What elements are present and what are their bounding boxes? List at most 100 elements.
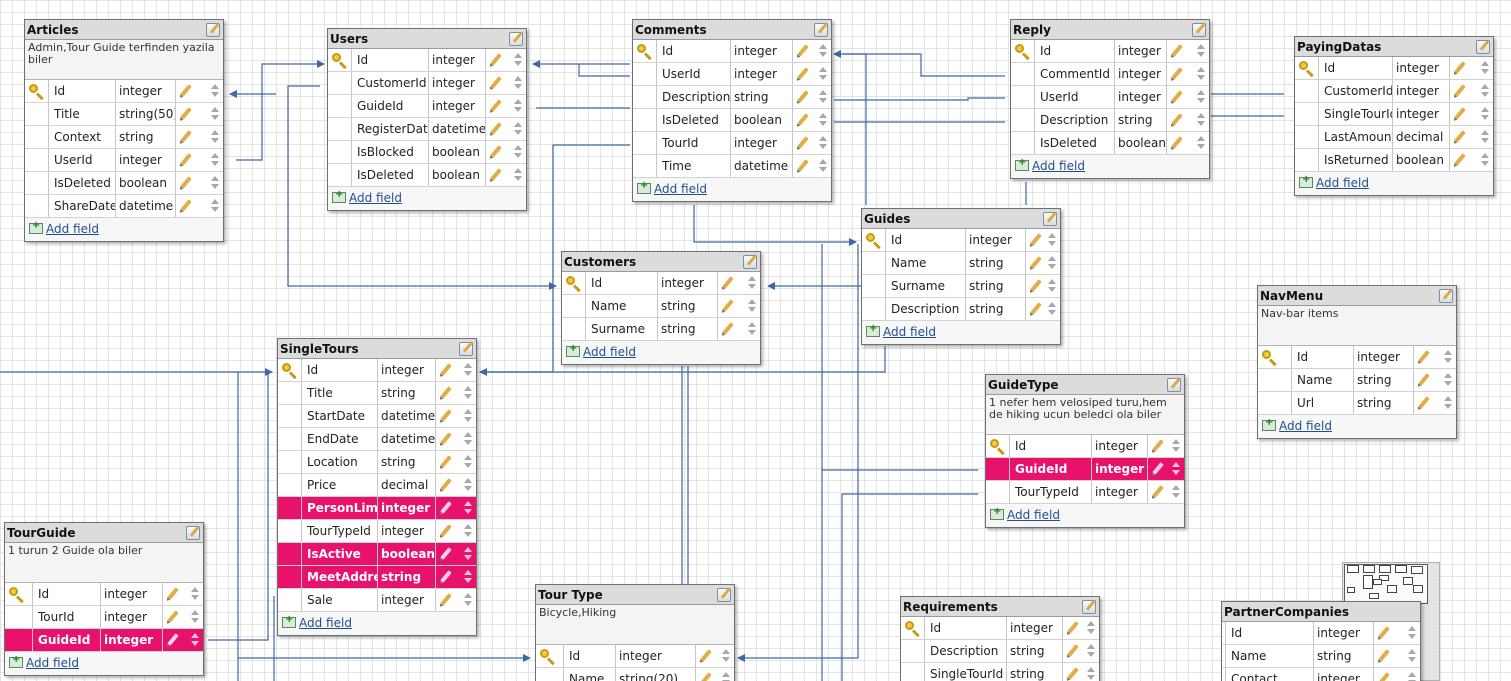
pencil-icon[interactable] [797,90,809,103]
add-field-icon[interactable] [1262,417,1276,431]
up-down-arrows-icon[interactable] [819,159,827,173]
table-header[interactable]: Customers [562,252,760,272]
edit-table-icon[interactable] [459,342,473,356]
pencil-icon[interactable] [1378,649,1390,662]
pencil-icon[interactable] [1152,439,1164,452]
up-down-arrows-icon[interactable] [1481,61,1489,75]
add-field-icon[interactable] [1299,174,1313,188]
pencil-icon[interactable] [797,67,809,80]
up-down-arrows-icon[interactable] [748,299,756,313]
pencil-icon[interactable] [440,478,452,491]
pencil-icon[interactable] [1454,61,1466,74]
pencil-icon[interactable] [1454,153,1466,166]
pencil-icon[interactable] [490,76,502,89]
add-field-link[interactable]: Add field [583,345,636,359]
edit-table-icon[interactable] [1439,289,1453,303]
pencil-icon[interactable] [490,53,502,66]
table-header[interactable]: Comments [633,20,831,40]
pencil-icon[interactable] [1030,256,1042,269]
up-down-arrows-icon[interactable] [819,113,827,127]
up-down-arrows-icon[interactable] [464,478,472,492]
up-down-arrows-icon[interactable] [464,524,472,538]
table-guidetype[interactable]: GuideType 1 nefer hem velosiped turu,hem… [985,374,1185,528]
up-down-arrows-icon[interactable] [514,145,522,159]
table-header[interactable]: GuideType [986,375,1184,395]
up-down-arrows-icon[interactable] [1087,644,1095,658]
up-down-arrows-icon[interactable] [1444,396,1452,410]
up-down-arrows-icon[interactable] [514,99,522,113]
table-header[interactable]: Reply [1011,20,1209,40]
up-down-arrows-icon[interactable] [1197,67,1205,81]
add-field-icon[interactable] [332,189,346,203]
up-down-arrows-icon[interactable] [464,547,472,561]
pencil-icon[interactable] [1378,626,1390,639]
up-down-arrows-icon[interactable] [1481,153,1489,167]
up-down-arrows-icon[interactable] [1197,44,1205,58]
pencil-icon[interactable] [797,136,809,149]
pencil-icon[interactable] [722,276,734,289]
pencil-icon[interactable] [440,593,452,606]
table-articles[interactable]: Articles Admin,Tour Guide terfinden yazi… [24,19,224,242]
pencil-icon[interactable] [180,107,192,120]
up-down-arrows-icon[interactable] [1048,233,1056,247]
edit-table-icon[interactable] [1192,23,1206,37]
up-down-arrows-icon[interactable] [1481,130,1489,144]
up-down-arrows-icon[interactable] [1197,90,1205,104]
pencil-icon[interactable] [1418,350,1430,363]
add-field-link[interactable]: Add field [299,616,352,630]
add-field-link[interactable]: Add field [654,182,707,196]
add-field-icon[interactable] [990,506,1004,520]
pencil-icon[interactable] [1171,113,1183,126]
up-down-arrows-icon[interactable] [514,122,522,136]
edit-table-icon[interactable] [717,588,731,602]
up-down-arrows-icon[interactable] [211,199,219,213]
pencil-icon[interactable] [797,44,809,57]
up-down-arrows-icon[interactable] [191,587,199,601]
pencil-icon[interactable] [440,570,452,583]
up-down-arrows-icon[interactable] [1408,672,1416,681]
table-header[interactable]: Requirements [901,597,1099,617]
up-down-arrows-icon[interactable] [464,409,472,423]
pencil-icon[interactable] [180,176,192,189]
up-down-arrows-icon[interactable] [1408,626,1416,640]
add-field-icon[interactable] [282,614,296,628]
pencil-icon[interactable] [180,84,192,97]
up-down-arrows-icon[interactable] [191,610,199,624]
up-down-arrows-icon[interactable] [722,672,730,681]
up-down-arrows-icon[interactable] [1087,667,1095,681]
pencil-icon[interactable] [1152,485,1164,498]
add-field-link[interactable]: Add field [349,191,402,205]
pencil-icon[interactable] [1171,67,1183,80]
pencil-icon[interactable] [440,524,452,537]
edit-table-icon[interactable] [509,32,523,46]
table-header[interactable]: SingleTours [278,339,476,359]
up-down-arrows-icon[interactable] [1444,350,1452,364]
pencil-icon[interactable] [440,432,452,445]
pencil-icon[interactable] [490,145,502,158]
